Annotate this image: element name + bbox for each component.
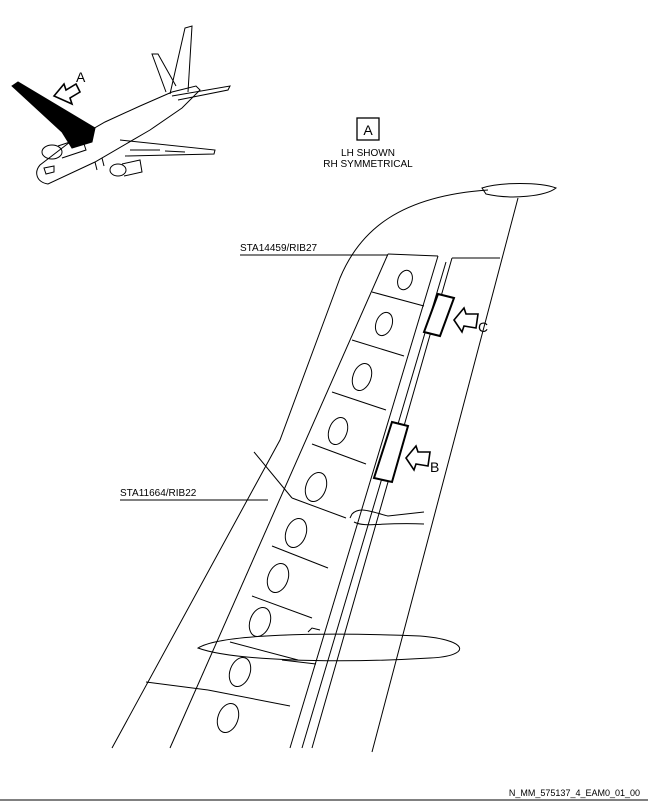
view-ref-box [356, 117, 380, 141]
panel-c-label: C [478, 319, 488, 335]
wing-leading-edge [111, 189, 489, 749]
aircraft-vertical-tail [169, 25, 193, 95]
panel-c-arrow-icon [453, 306, 479, 334]
flap-actuator [349, 509, 425, 526]
wing-detail: C B STA14459/RIB27 STA11664/RIB22 [111, 183, 558, 753]
flap-track-fairing [196, 633, 461, 662]
figure-id: N_MM_575137_4_EAM0_01_00 [509, 788, 640, 798]
access-hole [397, 269, 413, 291]
panel-b-arrow-icon [405, 444, 431, 472]
access-panel-b[interactable] [372, 420, 410, 484]
panel-b-group: B [372, 420, 439, 484]
rib-lines [145, 291, 425, 707]
panel-b-label: B [430, 459, 439, 475]
station-lower-label: STA11664/RIB22 [120, 488, 197, 499]
access-panel-c[interactable] [422, 292, 456, 338]
aircraft-left-wing-highlight [11, 81, 96, 149]
left-engine [41, 144, 63, 160]
access-hole [216, 702, 240, 734]
panel-c-group: C [422, 292, 488, 338]
aircraft-locator: A [11, 25, 231, 185]
wing-tip-fence [481, 183, 558, 198]
view-reference: A LH SHOWN RH SYMMETRICAL [323, 117, 413, 170]
station-upper-label: STA14459/RIB27 [240, 243, 318, 254]
station-callouts: STA14459/RIB27 STA11664/RIB22 [120, 243, 388, 501]
access-hole [327, 416, 349, 446]
view-note-line2: RH SYMMETRICAL [323, 159, 413, 170]
aircraft-right-wing [119, 139, 216, 157]
cockpit-window [43, 165, 55, 175]
access-hole [374, 311, 394, 337]
access-hole [304, 471, 328, 503]
aircraft-horizontal-stabilizer [151, 53, 231, 101]
view-a-arrow-label: A [76, 69, 86, 85]
aircraft-fuselage [36, 85, 201, 185]
access-hole [351, 362, 373, 392]
access-hole [228, 656, 252, 688]
view-ref-letter: A [363, 122, 373, 138]
access-holes [216, 269, 413, 734]
view-note-line1: LH SHOWN [341, 148, 395, 159]
view-a-arrow-icon [52, 82, 82, 106]
access-hole [248, 606, 272, 638]
right-engine [109, 163, 127, 177]
access-hole [284, 517, 308, 549]
access-hole [266, 562, 290, 594]
